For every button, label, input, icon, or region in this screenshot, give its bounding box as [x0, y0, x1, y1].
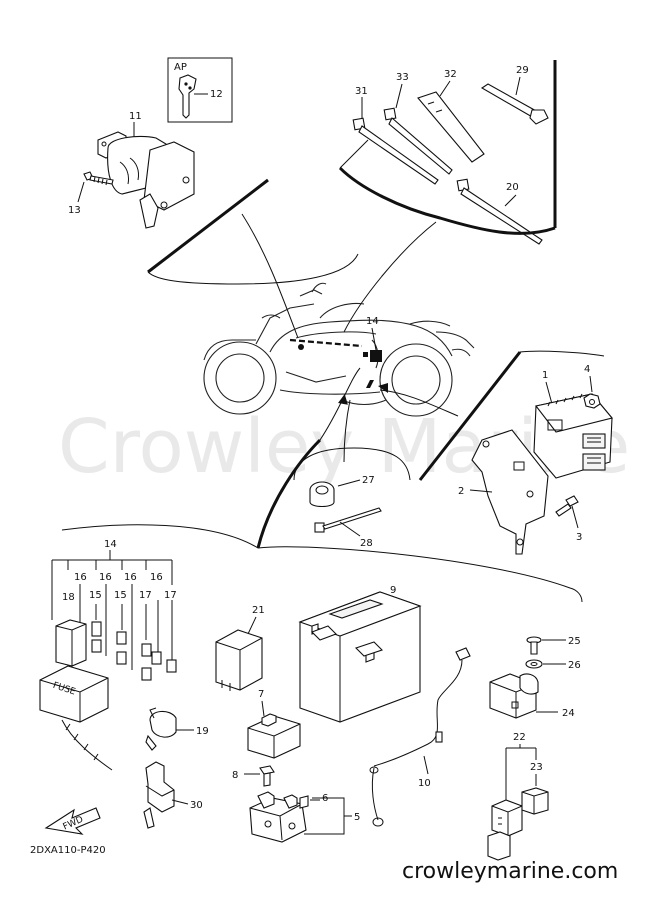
part-number-25: 25 [568, 636, 581, 647]
ap-label: AP [174, 62, 187, 73]
part-number-8: 8 [232, 770, 238, 781]
part-number-14-fuse-box: 14 [104, 539, 117, 550]
part-number-30: 30 [190, 800, 203, 811]
part-number-3: 3 [576, 532, 582, 543]
part-number-5: 5 [354, 812, 360, 823]
part-number-23: 23 [530, 762, 543, 773]
part-number-15-a: 15 [89, 590, 102, 601]
part-number-4: 4 [584, 364, 590, 375]
cable-band-33: 33 [383, 72, 453, 175]
sensor-holder-24: 24 [489, 673, 575, 719]
holder-30: 30 [143, 761, 203, 829]
part-number-24: 24 [562, 708, 575, 719]
connector-23: 23 [521, 762, 549, 815]
washer-26: 26 [525, 659, 581, 671]
part-number-32: 32 [444, 69, 457, 80]
part-number-28: 28 [360, 538, 373, 549]
part-number-9: 9 [390, 585, 396, 596]
part-number-15-b: 15 [114, 590, 127, 601]
part-number-16-d: 16 [150, 572, 163, 583]
part-number-19: 19 [196, 726, 209, 737]
starter-relay-5: 6 5 [249, 791, 360, 843]
relay-21: 21 [215, 605, 265, 691]
battery-9: 9 [298, 585, 422, 723]
part-number-31: 31 [355, 86, 368, 97]
part-number-7: 7 [258, 689, 264, 700]
motorcycle-outline [203, 282, 475, 417]
fuse-labels: 14 16 16 16 16 18 15 15 17 17 [51, 539, 177, 670]
bracket-2: 2 [458, 429, 549, 555]
part-number-14-main: 14 [366, 316, 379, 327]
cable-band-31: 31 [352, 86, 439, 185]
fuse-box-18: FUSE [39, 619, 113, 771]
clamp-19: 19 [145, 707, 209, 751]
cable-band-20: 20 [456, 178, 543, 245]
part-number-29: 29 [516, 65, 529, 76]
diagram-code: 2DXA110-P420 [30, 845, 106, 856]
cable-10: 10 [369, 647, 471, 827]
part-number-10: 10 [418, 778, 431, 789]
part-number-17-b: 17 [164, 590, 177, 601]
cable-tie-29: 29 [480, 65, 549, 125]
bolt-8: 8 [232, 765, 275, 787]
part-number-1: 1 [542, 370, 548, 381]
nut-4: 4 [583, 364, 601, 409]
part-number-16-c: 16 [124, 572, 137, 583]
part-number-22: 22 [513, 732, 526, 743]
part-number-11: 11 [129, 111, 142, 122]
part-number-20: 20 [506, 182, 519, 193]
part-number-16-b: 16 [99, 572, 112, 583]
part-number-12: 12 [210, 89, 223, 100]
part-number-13: 13 [68, 205, 81, 216]
cable-tie-28: 28 [314, 507, 382, 549]
starter-relay-11: 11 [97, 111, 195, 229]
cover-27: 27 [309, 475, 375, 508]
site-url: crowleymarine.com [402, 859, 618, 884]
cable-band-32: 32 [417, 69, 485, 163]
part-number-26: 26 [568, 660, 581, 671]
part-number-17-a: 17 [139, 590, 152, 601]
bolt-3: 3 [555, 495, 582, 543]
forward-arrow-icon: FWD [44, 807, 101, 835]
part-number-6: 6 [322, 793, 328, 804]
harness-route: 14 [289, 316, 382, 388]
part-number-2: 2 [458, 486, 464, 497]
part-number-27: 27 [362, 475, 375, 486]
ap-key-box: AP 12 [167, 57, 233, 123]
relay-cover-7: 7 [247, 689, 301, 759]
part-number-21: 21 [252, 605, 265, 616]
fuses [91, 621, 177, 681]
connector-22: 22 [487, 732, 537, 861]
ecu-1: 1 [533, 370, 613, 479]
part-number-16-a: 16 [74, 572, 87, 583]
screw-25: 25 [526, 636, 581, 655]
part-number-18: 18 [62, 592, 75, 603]
bolt-13: 13 [68, 171, 114, 216]
part-number-33: 33 [396, 72, 409, 83]
